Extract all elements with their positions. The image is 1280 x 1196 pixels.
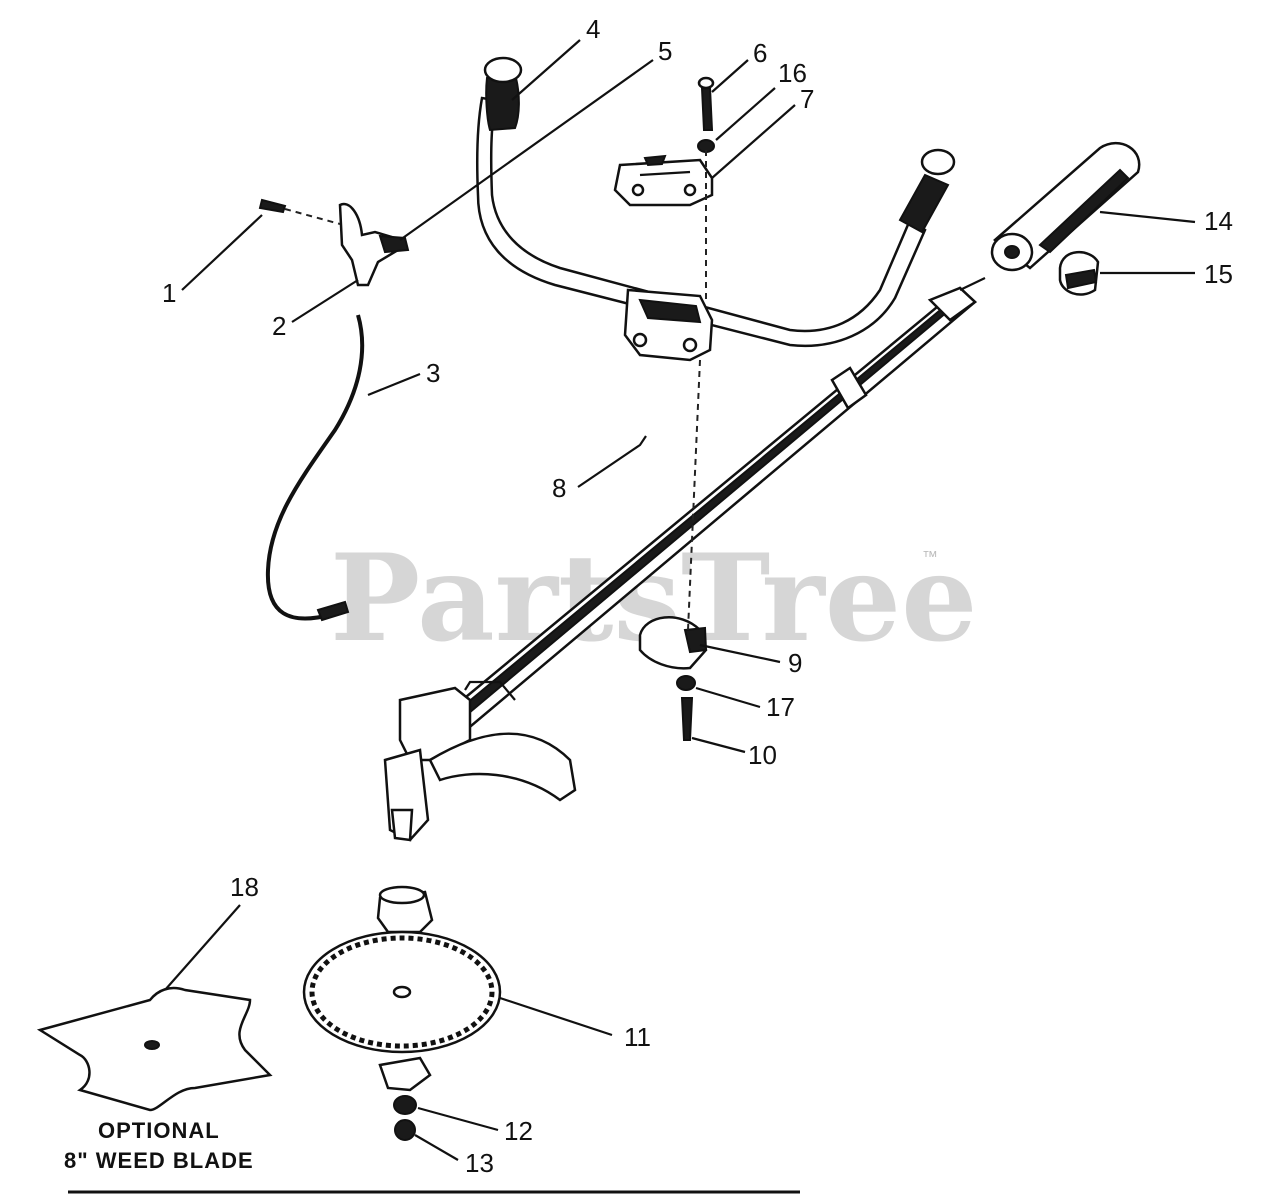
callout-4: 4: [586, 14, 600, 44]
throttle-cable: [265, 314, 365, 621]
callout-13: 13: [465, 1148, 494, 1178]
callout-11: 11: [624, 1022, 651, 1052]
knob-assembly: [638, 616, 708, 741]
callout-6: 6: [753, 38, 767, 68]
callout-5: 5: [658, 36, 672, 66]
callout-15: 15: [1204, 259, 1233, 289]
callout-3: 3: [426, 358, 440, 388]
leader-lines: [164, 39, 1196, 1161]
watermark-trademark: ™: [922, 549, 938, 566]
handlebar: [475, 56, 956, 348]
callout-10: 10: [748, 740, 777, 770]
caption-line-1: OPTIONAL: [98, 1118, 220, 1143]
callout-17: 17: [766, 692, 795, 722]
weed-blade-caption: OPTIONAL 8" WEED BLADE: [64, 1118, 254, 1173]
throttle-trigger: [258, 198, 410, 287]
callout-16: 16: [778, 58, 807, 88]
screw-and-washer-top: [697, 76, 715, 153]
cable-end: [316, 600, 350, 622]
callout-12: 12: [504, 1116, 533, 1146]
upper-clamp: [613, 154, 714, 207]
weed-blade: [36, 986, 273, 1112]
blade-nuts: [378, 1056, 432, 1141]
callout-8: 8: [552, 473, 566, 503]
callout-18: 18: [230, 872, 259, 902]
callout-numbers: 1 2 3 4 5 6 16 7 14 15 8 9 17 10 18 11 1…: [162, 14, 1233, 1178]
lower-clamp: [623, 288, 714, 362]
caption-line-2: 8" WEED BLADE: [64, 1148, 254, 1173]
saw-blade: [302, 930, 502, 1054]
grip-clamp: [1058, 250, 1100, 296]
assembly-line-vertical: [687, 150, 707, 631]
callout-1: 1: [162, 278, 176, 308]
callout-9: 9: [788, 648, 802, 678]
gear-head: [383, 680, 577, 842]
callout-2: 2: [272, 311, 286, 341]
callout-7: 7: [800, 84, 814, 114]
shaft-grip: [990, 142, 1141, 272]
callout-14: 14: [1204, 206, 1233, 236]
